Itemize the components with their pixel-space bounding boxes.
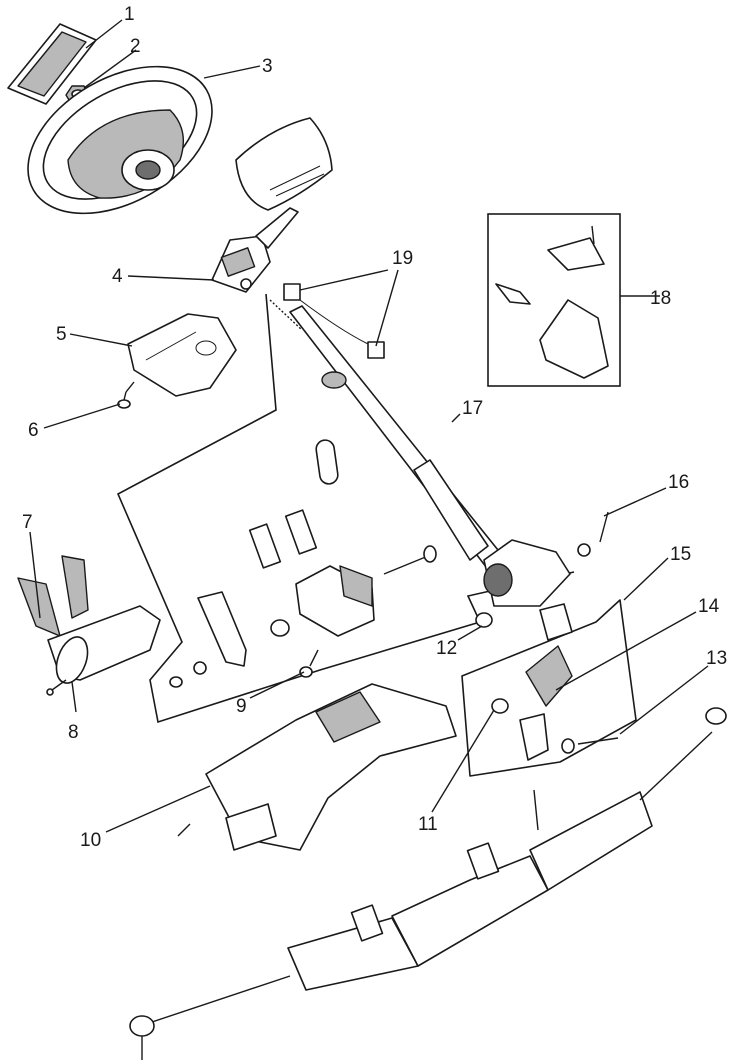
callout-18: 18 — [650, 288, 671, 309]
part-14-intermediate-shaft — [519, 603, 573, 761]
callout-12: 12 — [436, 638, 457, 659]
column-clip — [197, 591, 247, 667]
upper-column-cover — [235, 117, 333, 211]
part-8-screw — [46, 679, 67, 696]
column-nut — [270, 619, 290, 637]
callout-11: 11 — [418, 814, 438, 835]
callout-14: 14 — [698, 596, 720, 617]
callout-16: 16 — [668, 472, 689, 493]
column-plates — [248, 509, 318, 569]
part-5-lower-cover — [127, 313, 237, 397]
callout-13: 13 — [706, 648, 727, 669]
column-bushing — [315, 439, 339, 485]
part-13-bolt — [561, 737, 619, 754]
part-11-nut — [491, 698, 509, 714]
part-4-combination-switch — [211, 207, 299, 293]
part-18-ignition-lock-box — [487, 213, 621, 387]
column-bracket-block — [295, 565, 375, 637]
part-10-mounting-bracket — [177, 683, 457, 851]
part-3-steering-wheel — [27, 65, 213, 215]
callout-17: 17 — [462, 398, 483, 419]
part-9-bolt — [299, 649, 319, 678]
callout-2: 2 — [130, 36, 141, 57]
steering-column-shaft — [269, 299, 571, 607]
steering-rack-assembly — [129, 707, 727, 1060]
callout-3: 3 — [262, 56, 273, 77]
part-19-connectors — [283, 283, 385, 359]
callout-5: 5 — [56, 324, 67, 345]
callout-19: 19 — [392, 248, 413, 269]
callout-labels: 1 2 3 4 5 6 7 8 9 10 11 12 13 14 15 16 1… — [22, 4, 727, 851]
part-12-nut — [475, 612, 493, 628]
callout-4: 4 — [112, 266, 123, 287]
callout-10: 10 — [80, 830, 101, 851]
column-bolt — [383, 545, 437, 575]
part-7-cover-bracket — [17, 555, 161, 684]
callout-9: 9 — [236, 696, 247, 717]
callout-6: 6 — [28, 420, 39, 441]
callout-1: 1 — [124, 4, 135, 25]
callout-7: 7 — [22, 512, 33, 533]
leader-lines — [29, 19, 709, 833]
part-16-bolt — [577, 511, 609, 557]
part-17-group-outline — [116, 293, 575, 724]
part-6-screw — [117, 381, 135, 409]
column-bolt-washer — [169, 661, 207, 688]
callout-8: 8 — [68, 722, 79, 743]
callout-15: 15 — [670, 544, 691, 565]
part-1-emblem-plate — [7, 23, 97, 105]
